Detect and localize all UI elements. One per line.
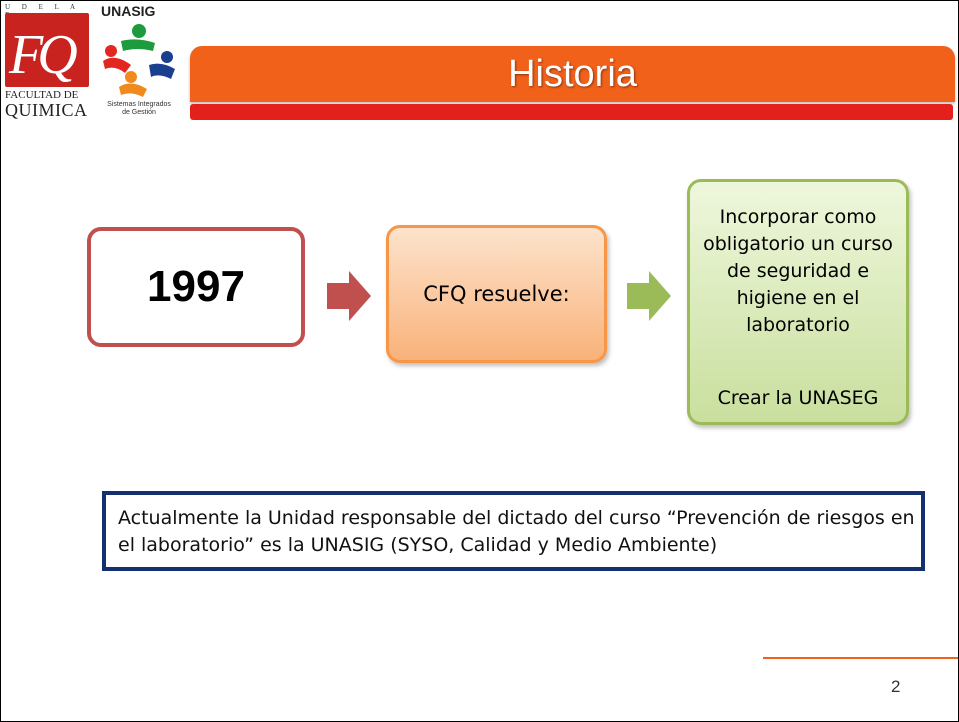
fq-emblem: FQ <box>5 13 89 87</box>
note-box: Actualmente la Unidad responsable del di… <box>102 491 925 571</box>
slide-title: Historia <box>508 53 637 95</box>
title-underline <box>190 104 953 120</box>
quimica-label: QUIMICA <box>5 100 88 120</box>
page-number: 2 <box>891 677 901 696</box>
unasig-figures-icon <box>103 24 175 97</box>
fq-letters: FQ <box>9 24 78 86</box>
year-label: 1997 <box>147 262 245 311</box>
unasig-subtitle-line2: de Gestión <box>122 109 156 116</box>
facultad-label: FACULTAD DE <box>5 89 79 101</box>
cfq-label: CFQ resuelve: <box>423 282 570 306</box>
note-text: Actualmente la Unidad responsable del di… <box>118 507 915 556</box>
title-bar: Historia <box>190 46 955 102</box>
unasig-title: UNASIG <box>101 3 156 19</box>
cfq-box: CFQ resuelve: <box>386 225 607 363</box>
unasig-subtitle: Sistemas Integrados de Gestión <box>91 101 187 117</box>
unasig-logo: UNASIG Sistemas Integrados de Gestión <box>91 1 187 123</box>
arrow-right-green-icon <box>627 271 671 321</box>
outcome-unaseg-text: Crear la UNASEG <box>717 387 879 409</box>
outcome-course-text: Incorporar como obligatorio un curso de … <box>703 206 893 336</box>
unasig-subtitle-line1: Sistemas Integrados <box>107 101 171 108</box>
outcome-box: Incorporar como obligatorio un curso de … <box>687 179 909 425</box>
facultad-quimica-logo: U D E L A R FQ FACULTAD DE QUIMICA <box>5 1 89 123</box>
year-box: 1997 <box>87 227 305 347</box>
footer-divider <box>763 657 958 659</box>
arrow-right-red-icon <box>327 271 371 321</box>
